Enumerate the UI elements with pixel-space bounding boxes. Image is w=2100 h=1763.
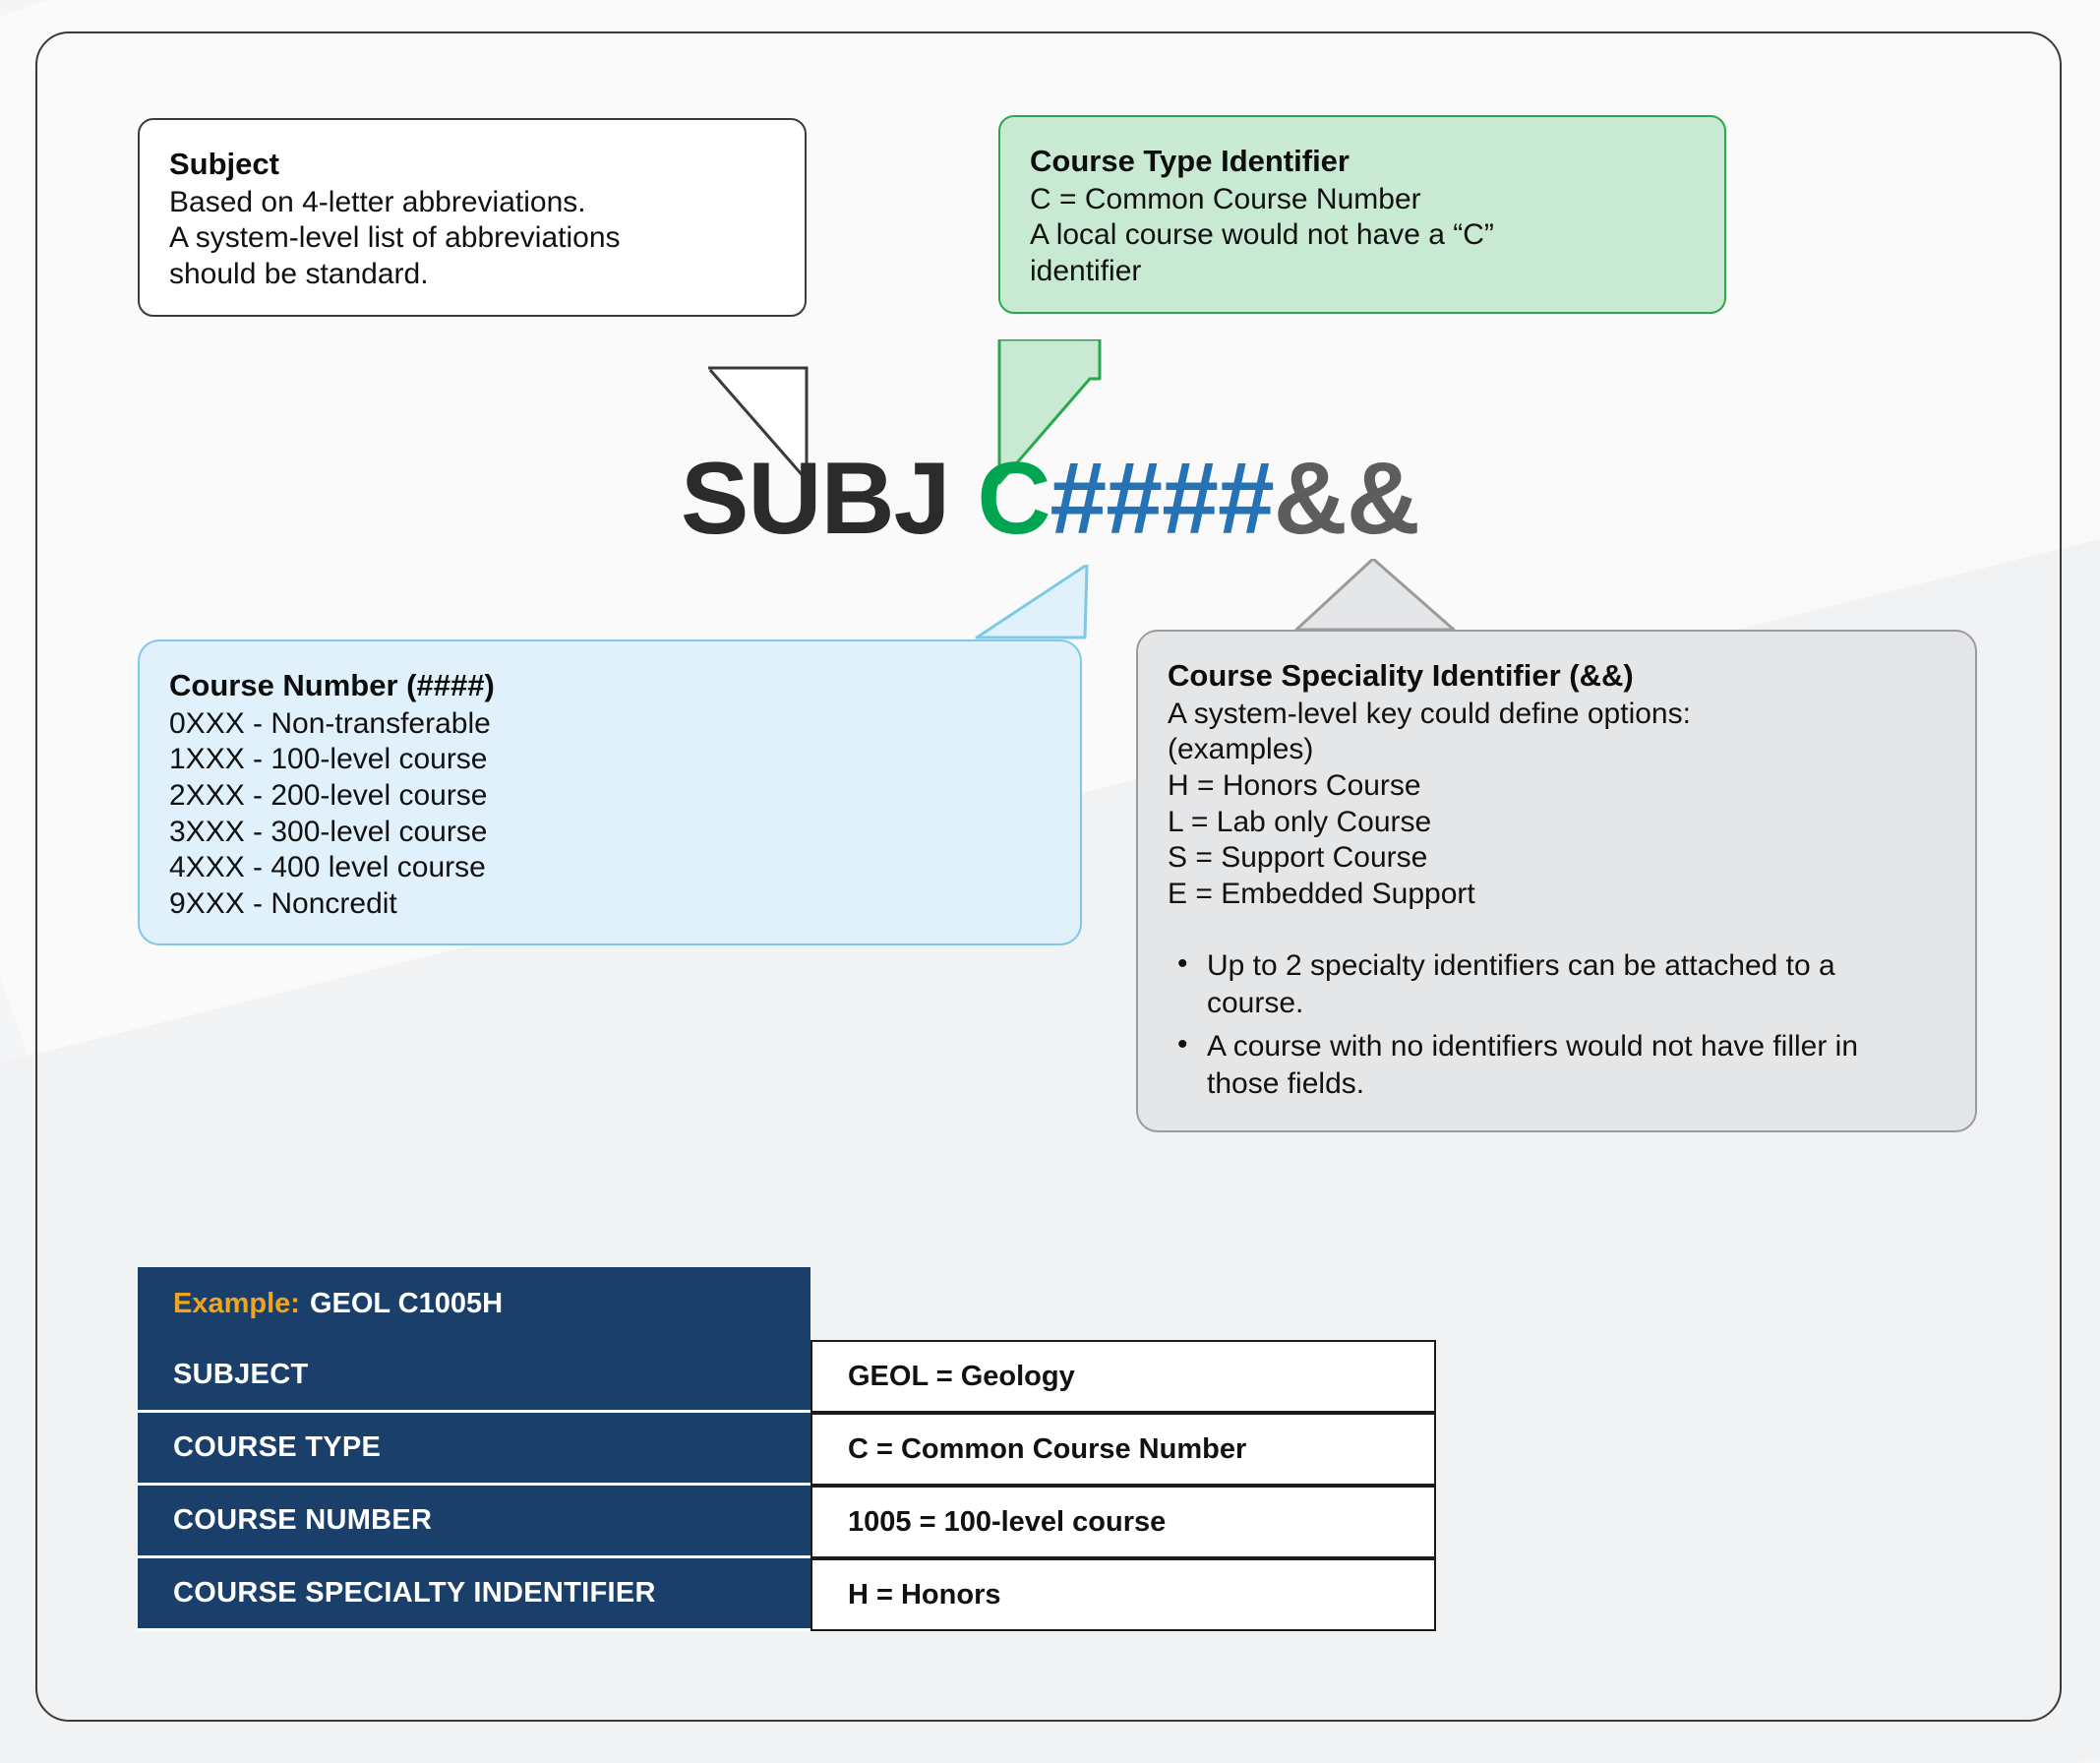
table-row-label: COURSE TYPE xyxy=(138,1413,810,1486)
table-row: COURSE TYPE C = Common Course Number xyxy=(138,1413,1436,1486)
outer-frame-border xyxy=(35,31,2062,1722)
formula-course-number-token: #### xyxy=(1050,442,1274,556)
callout-course-number: Course Number (####) 0XXX - Non-transfer… xyxy=(138,639,1082,946)
callout-course-number-line-4: 3XXX - 300-level course xyxy=(169,815,488,848)
callout-course-number-line-1: 0XXX - Non-transferable xyxy=(169,706,491,740)
table-row-value: 1005 = 100-level course xyxy=(810,1486,1436,1558)
course-code-formula: SUBJ C####&& xyxy=(0,448,2100,550)
table-row-label: COURSE SPECIALTY INDENTIFIER xyxy=(138,1558,810,1631)
callout-course-type-line-1: C = Common Course Number xyxy=(1030,182,1421,215)
callout-course-type-tail xyxy=(997,339,1102,485)
callout-course-speciality-title: Course Speciality Identifier (&&) xyxy=(1168,658,1634,693)
callout-course-number-line-5: 4XXX - 400 level course xyxy=(169,851,486,884)
callout-subject-title: Subject xyxy=(169,147,279,181)
table-header-prefix: Example: xyxy=(173,1288,300,1319)
table-header-cell: Example: GEOL C1005H xyxy=(138,1267,810,1344)
callout-course-number-title: Course Number (####) xyxy=(169,668,495,702)
callout-course-speciality-line-4: L = Lab only Course xyxy=(1168,805,1432,838)
callout-subject: Subject Based on 4-letter abbreviations.… xyxy=(138,118,807,317)
table-header-code: GEOL C1005H xyxy=(309,1288,504,1319)
callout-course-type-line-3: identifier xyxy=(1030,255,1142,287)
list-item: Up to 2 specialty identifiers can be att… xyxy=(1168,945,1935,1022)
list-item: A course with no identifiers would not h… xyxy=(1168,1026,1935,1103)
callout-subject-line-3: should be standard. xyxy=(169,258,429,290)
callout-course-number-line-2: 1XXX - 100-level course xyxy=(169,743,488,776)
callout-course-number-line-6: 9XXX - Noncredit xyxy=(169,886,397,920)
table-row: SUBJECT GEOL = Geology xyxy=(138,1340,1436,1413)
callout-course-type-line-2: A local course would not have a “C” xyxy=(1030,218,1494,252)
table-row-value: GEOL = Geology xyxy=(810,1340,1436,1413)
table-row: COURSE SPECIALTY INDENTIFIER H = Honors xyxy=(138,1558,1436,1631)
callout-course-number-line-3: 2XXX - 200-level course xyxy=(169,779,488,812)
table-row-value: H = Honors xyxy=(810,1558,1436,1631)
table-header-row: Example: GEOL C1005H xyxy=(138,1267,1436,1344)
table-row-value: C = Common Course Number xyxy=(810,1413,1436,1486)
callout-course-type-title: Course Type Identifier xyxy=(1030,144,1350,178)
callout-course-speciality-bullets: Up to 2 specialty identifiers can be att… xyxy=(1168,945,1946,1103)
formula-specialty-token: && xyxy=(1273,442,1420,556)
callout-subject-line-2: A system-level list of abbreviations xyxy=(169,221,621,255)
callout-subject-line-1: Based on 4-letter abbreviations. xyxy=(169,185,586,218)
callout-course-type: Course Type Identifier C = Common Course… xyxy=(998,115,1726,314)
formula-course-type-token: C xyxy=(977,442,1050,556)
callout-course-speciality-line-1: A system-level key could define options: xyxy=(1168,697,1691,730)
callout-course-speciality: Course Speciality Identifier (&&) A syst… xyxy=(1136,630,1977,1132)
callout-course-speciality-line-5: S = Support Course xyxy=(1168,841,1428,875)
table-row: COURSE NUMBER 1005 = 100-level course xyxy=(138,1486,1436,1558)
table-row-label: COURSE NUMBER xyxy=(138,1486,810,1558)
callout-course-speciality-line-2: (examples) xyxy=(1168,733,1314,766)
callout-course-speciality-tail xyxy=(1294,559,1456,632)
callout-course-number-tail xyxy=(975,565,1089,639)
callout-course-speciality-line-3: H = Honors Course xyxy=(1168,769,1421,802)
table-row-label: SUBJECT xyxy=(138,1340,810,1413)
callout-course-speciality-line-6: E = Embedded Support xyxy=(1168,877,1475,910)
callout-subject-tail xyxy=(708,366,809,482)
formula-subject-token: SUBJ xyxy=(680,442,950,556)
example-table: Example: GEOL C1005H SUBJECT GEOL = Geolo… xyxy=(138,1267,1436,1631)
